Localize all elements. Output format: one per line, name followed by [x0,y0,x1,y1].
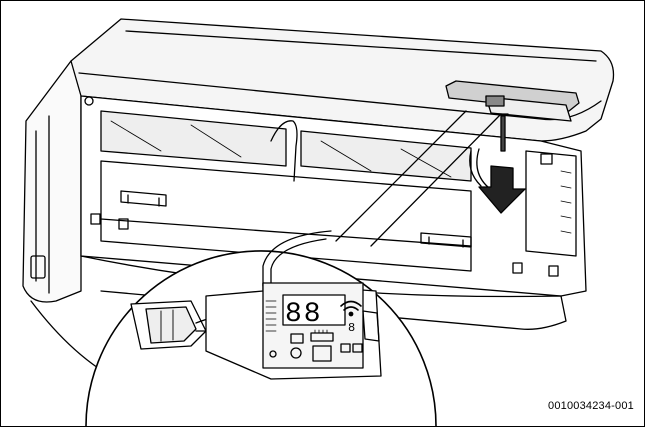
side-box-ribs [560,170,572,234]
side-box-indicator [540,153,553,165]
detail-mount-hole [269,350,277,358]
unit-top-inner [125,30,597,62]
screw-right-2 [548,265,559,277]
detail-chip-pins [314,329,328,334]
detail-chip [310,332,334,342]
detail-component-2 [340,343,351,353]
callout-line-2 [370,113,502,247]
corner-screw [84,96,94,106]
detail-magnifier: 88 8 [85,230,437,426]
screw-right-1 [512,262,523,274]
module-board [485,96,572,122]
clip-left [120,190,167,207]
detail-latch [362,310,380,342]
center-cable [270,120,298,182]
detail-display-window [282,294,346,326]
filter-right [300,130,472,182]
down-arrow-icon [478,165,526,214]
detail-cable [262,230,332,287]
filter-shading-1 [110,120,452,178]
detail-pin-header [265,300,277,332]
detail-component-1 [290,333,304,344]
fixing-screw [497,113,509,152]
module-connector [485,95,505,107]
filter-left [100,110,287,167]
display-digits: 88 [285,299,323,330]
screw-left-2 [118,218,129,230]
detail-capacitor [290,347,302,359]
side-box [525,150,577,257]
unit-left-side [22,60,82,303]
callout-line-1 [335,110,467,242]
control-module [445,80,580,257]
drawing-id-label: 0010034234-001 [548,400,634,412]
detail-connector-inner [145,306,197,344]
display-small-digit: 8 [348,321,355,335]
detail-connector-ribs [160,309,174,342]
clip-right [420,232,472,248]
wifi-icon [340,300,362,317]
detail-board-connector [312,345,332,362]
left-vent [30,255,46,279]
screw-left-1 [90,213,101,225]
detail-component-3 [352,343,363,353]
